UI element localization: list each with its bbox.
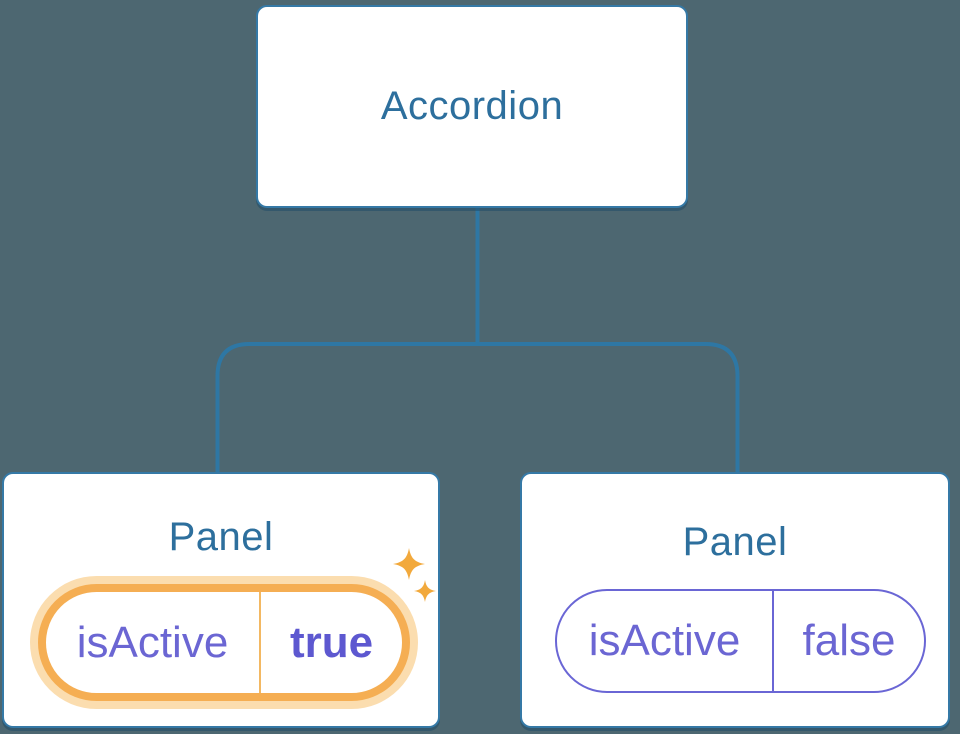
sparkle-small bbox=[414, 580, 436, 602]
state-pill-active: isActive true bbox=[38, 584, 410, 701]
pill-divider bbox=[772, 591, 774, 691]
state-name-label: isActive bbox=[588, 616, 741, 665]
panel-title: Panel bbox=[682, 520, 788, 564]
accordion-node-label: Accordion bbox=[380, 84, 564, 128]
panel-node-inactive: Panel isActive false bbox=[520, 472, 950, 728]
panel-title: Panel bbox=[168, 515, 274, 559]
sparkle-icon bbox=[393, 548, 436, 602]
state-name-label: isActive bbox=[76, 617, 229, 667]
panel-node-active: Panel isActive true bbox=[2, 472, 440, 728]
state-pill-inactive: isActive false bbox=[555, 589, 926, 693]
state-value-label: false bbox=[802, 616, 896, 665]
sparkle-large bbox=[393, 548, 425, 580]
pill-divider bbox=[259, 592, 261, 693]
accordion-node: Accordion bbox=[256, 5, 688, 208]
connector-branch bbox=[215, 342, 740, 474]
state-value-label: true bbox=[289, 617, 374, 667]
